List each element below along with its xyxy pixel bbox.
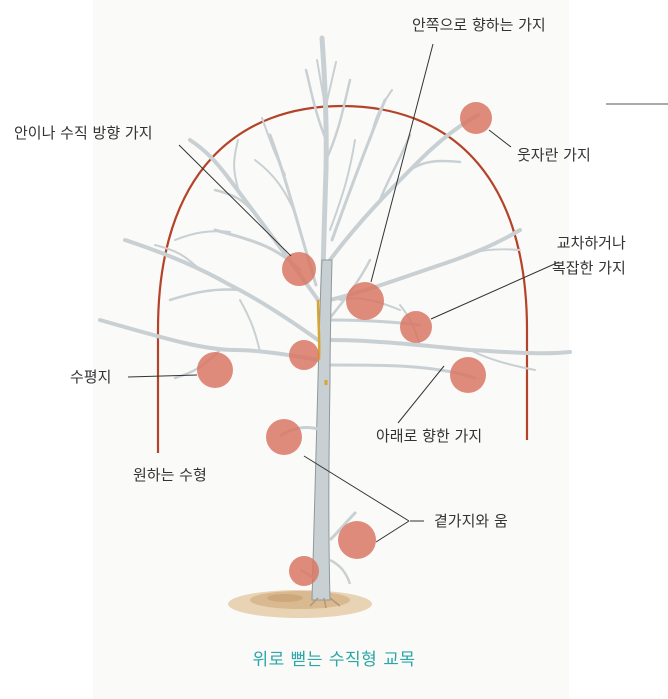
label-inward-branch: 안쪽으로 향하는 가지 (412, 16, 546, 35)
label-crossing-line1: 교차하거나 (552, 234, 626, 253)
label-downward-branch: 아래로 향한 가지 (376, 427, 482, 446)
label-crossing-branch: 교차하거나 복잡한 가지 (552, 234, 626, 278)
label-suckers-and-buds: 곁가지와 움 (434, 512, 508, 531)
leader-lines (128, 44, 668, 542)
marker-sucker-left (266, 419, 302, 455)
label-crossing-line2: 복잡한 가지 (552, 259, 626, 278)
label-inner-vertical-branch: 안이나 수직 방향 가지 (14, 124, 153, 143)
marker-horizontal (197, 352, 233, 388)
marker-sucker-right (338, 521, 376, 559)
tree-branches (100, 38, 570, 380)
label-overgrown-branch: 웃자란 가지 (517, 146, 591, 165)
label-desired-shape: 원하는 수형 (133, 466, 207, 485)
marker-inward (346, 282, 384, 320)
figure-caption: 위로 뻗는 수직형 교목 (0, 645, 668, 670)
marker-center (289, 340, 319, 370)
label-horizontal-branch: 수평지 (70, 368, 111, 387)
marker-crossing (400, 311, 432, 343)
marker-downward (450, 357, 486, 393)
soil-mound (228, 590, 372, 618)
marker-inner-vertical (282, 252, 316, 286)
marker-overgrown (460, 102, 492, 134)
marker-base (289, 556, 319, 586)
